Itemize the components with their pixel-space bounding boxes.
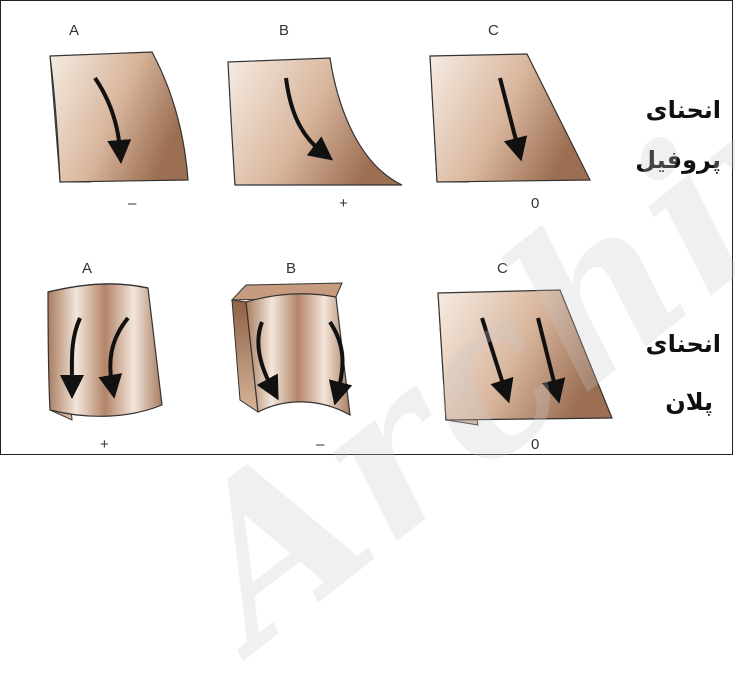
panel-letter: B — [279, 22, 290, 39]
panel-letter: C — [497, 260, 508, 277]
panel-letter: A — [82, 260, 93, 277]
curvature-sign: 0 — [531, 195, 540, 212]
curvature-sign: – — [128, 195, 137, 212]
plan-convergent-block — [47, 283, 163, 421]
row-label-profile-line1: انحنای — [645, 96, 721, 124]
curvature-sign: + — [100, 436, 109, 453]
row-label-profile-line2: پروفیل — [635, 146, 721, 174]
profile-concave-block — [227, 57, 403, 186]
profile-straight-block — [429, 53, 591, 183]
plan-straight-block — [437, 289, 613, 426]
curvature-sign: + — [339, 195, 348, 212]
curvature-sign: – — [316, 436, 325, 453]
plan-divergent-block — [230, 282, 353, 417]
panel-letter: B — [286, 260, 297, 277]
panel-letter: C — [488, 22, 499, 39]
panel-letter: A — [69, 22, 80, 39]
profile-convex-block — [49, 51, 189, 183]
curvature-sign: 0 — [531, 436, 540, 453]
row-label-plan-line2: پلان — [665, 388, 713, 416]
row-label-plan-line1: انحنای — [645, 330, 721, 358]
slope-curvature-diagram — [47, 51, 613, 426]
